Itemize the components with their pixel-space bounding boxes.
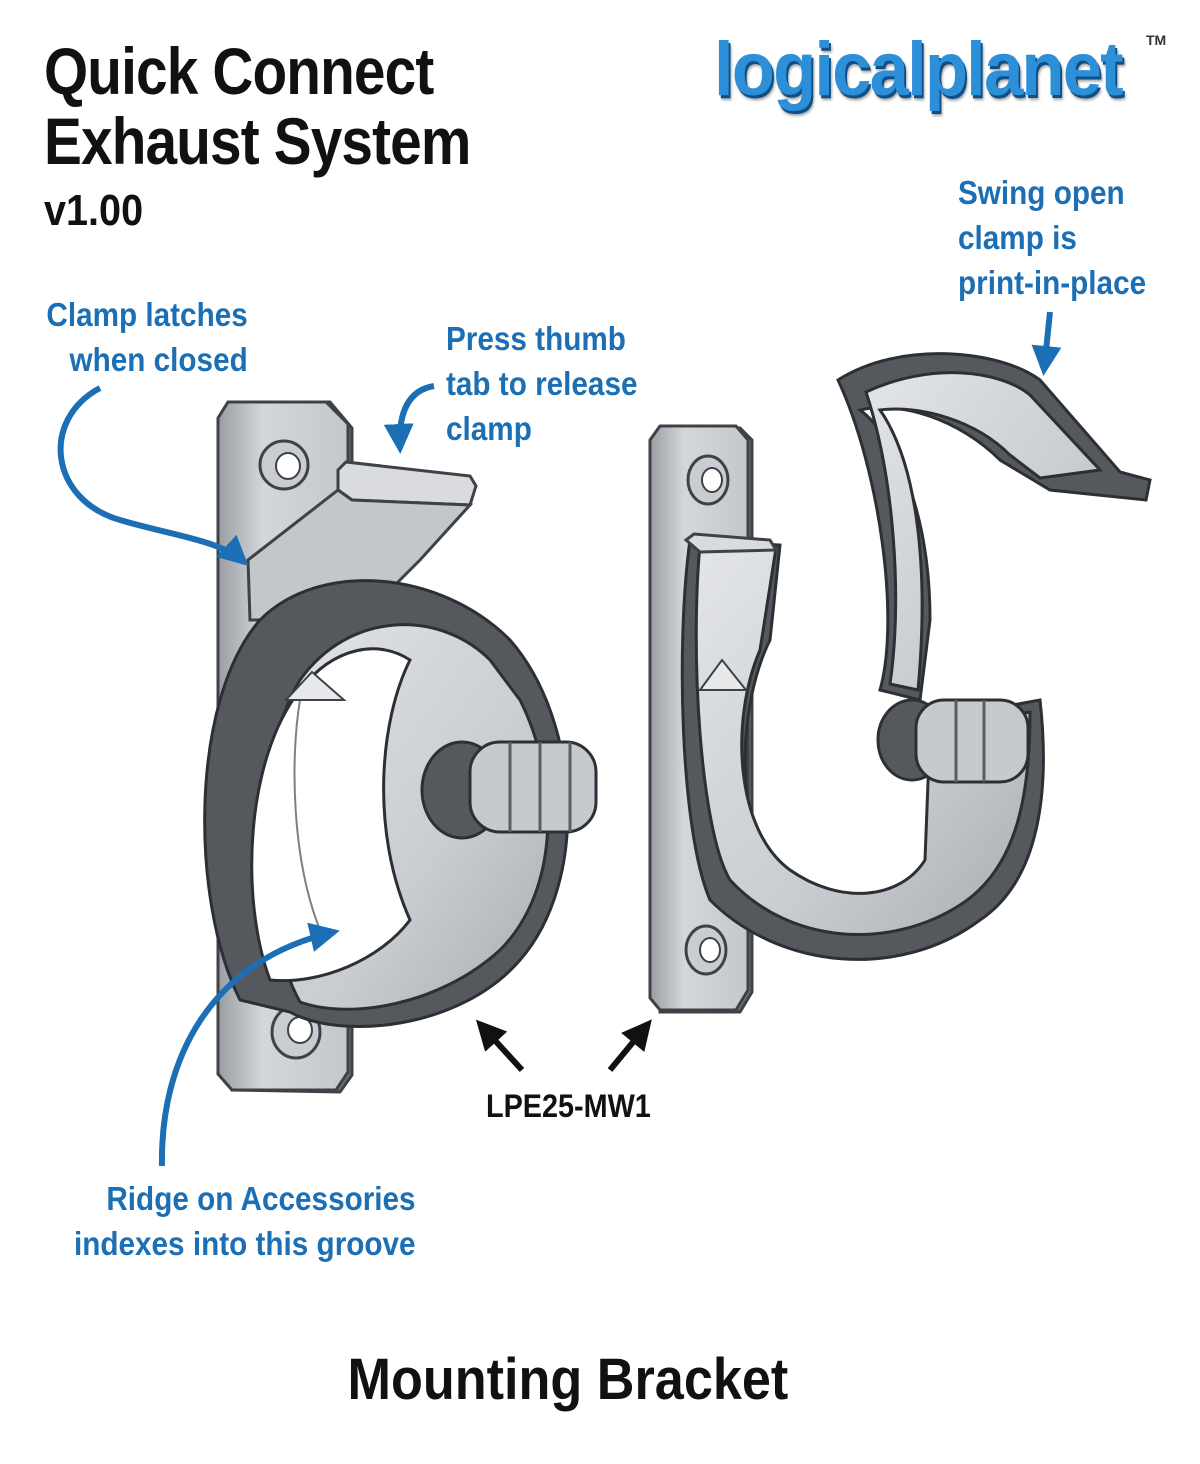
callout-line: tab to release <box>446 365 638 402</box>
callout-press-thumb: Press thumb tab to release clamp <box>446 316 637 451</box>
callout-line: indexes into this groove <box>74 1225 416 1262</box>
callout-line: clamp is <box>958 219 1077 256</box>
callout-ridge: Ridge on Accessories indexes into this g… <box>74 1176 416 1266</box>
page-title: Quick Connect Exhaust System <box>44 34 471 178</box>
arrow-part-left <box>475 1019 525 1073</box>
thumb-tab <box>336 460 478 507</box>
callout-line: Clamp latches <box>46 296 248 333</box>
caption-text: Mounting Bracket <box>347 1347 789 1412</box>
callout-line: print-in-place <box>958 264 1147 301</box>
title-line-2: Exhaust System <box>44 104 471 178</box>
hinge <box>914 698 1030 784</box>
arrow-ridge <box>158 922 340 1167</box>
part-number-label: LPE25-MW1 <box>486 1088 651 1124</box>
arrow-part-right <box>607 1019 652 1072</box>
trademark-mark: TM <box>1146 32 1167 48</box>
callout-line: clamp <box>446 410 532 447</box>
figure-caption: Mounting Bracket <box>0 1346 1136 1413</box>
arrow-clamp-latches <box>57 385 249 567</box>
callout-line: when closed <box>69 341 249 378</box>
callout-line: Ridge on Accessories <box>106 1180 416 1217</box>
version-label: v1.00 <box>44 186 144 235</box>
open-bracket <box>648 352 1152 1014</box>
arrow-swing-open <box>1031 311 1062 376</box>
title-line-1: Quick Connect <box>44 34 434 108</box>
hinge <box>468 740 598 834</box>
closed-bracket <box>203 400 598 1094</box>
brand-logo: logicalplanet <box>714 27 1124 112</box>
callout-line: Press thumb <box>446 320 626 357</box>
callout-swing-open: Swing open clamp is print-in-place <box>958 170 1146 305</box>
arrow-press-thumb <box>383 383 435 454</box>
callout-line: Swing open <box>958 174 1125 211</box>
callout-clamp-latches: Clamp latches when closed <box>47 292 248 382</box>
